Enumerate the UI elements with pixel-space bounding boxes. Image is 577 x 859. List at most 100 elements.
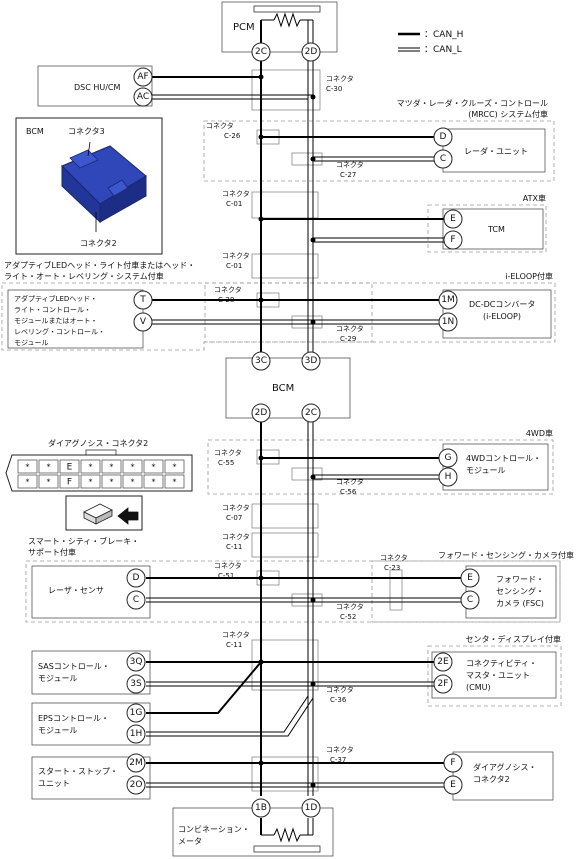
diag-connector-cell-label: F [67,478,72,488]
c51-label-1: コネクタ [214,561,242,570]
dsc-label: DSC HU/CM [74,83,121,92]
pin-headlight-h-label: T [139,295,146,305]
fsc-line-2: センシング・ [496,586,544,596]
fsc-line-1: フォワード・ [496,575,544,584]
pin-eps-l [126,724,146,744]
pin-start-stop-l-label: 2O [130,780,143,790]
pin-dsc-h-label: AF [137,72,148,82]
pin-bcm-top-h [251,351,271,371]
c29-label-1: コネクタ [336,324,364,333]
pin-bcm-top-l-label: 3D [305,356,318,366]
headlight-option-line-2: ライト・オート・レベリング・システム付車 [4,271,164,281]
diag-connector-cell [164,459,185,474]
diag-connector-cell-label: * [89,463,93,472]
headlight-module-line-4: レベリング・コントロール・ [14,327,105,336]
c28-label-1: コネクタ [214,285,242,294]
cmu-line-3: (CMU) [466,683,491,692]
pin-radar-l [433,149,453,169]
pin-fsc-h-label: E [467,573,473,583]
pin-meter-h [251,798,271,818]
can-l-bus [307,20,314,835]
dcdc-line-1: DC-DCコンバータ [469,300,535,309]
pin-cmu-h [433,652,453,672]
diag-connector-detail: ダイアグノシス・コネクタ2 **E*******F***** [5,438,193,531]
diag-connector-cell-label: * [131,463,135,472]
diag-connector-cell [17,474,38,489]
junction-dot [258,297,264,303]
pin-diag-conn2-h-label: F [450,758,455,768]
pin-cmu-h-label: 2E [437,657,449,667]
junction-dot [310,597,316,603]
c01a-label-1: コネクタ [222,189,250,198]
fourwd-option-label: 4WD車 [526,428,553,438]
fsc-box [465,565,557,619]
diag-connector-key [85,449,117,456]
scbs-option-line-1: スマート・シティ・ブレーキ・ [28,536,139,546]
c11b-label-1: コネクタ [222,630,250,639]
diag-connector-cell [101,459,122,474]
connector-c29 [291,315,323,329]
c56-label-1: コネクタ [336,477,364,486]
c11b-label-2: C-11 [226,641,242,649]
pin-dcdc-l-label: 1N [442,317,454,327]
junction-dot [258,659,264,665]
c27-label-2: C-27 [340,171,356,179]
pin-headlight-l-label: V [140,317,147,327]
junction-dot [310,156,316,162]
scbs-option-line-2: サポート付車 [28,547,76,557]
diag-connector-cell-label: * [47,478,51,487]
diag-connector-cell [143,459,164,474]
pin-start-stop-l [126,775,146,795]
c30-label-2: C-30 [326,85,342,93]
pin-radar-h [433,127,453,147]
pin-fourwd-h-label: G [445,453,452,463]
combination-meter-line-1: コンビネーション・ [178,825,250,834]
pin-bcm-bot-l [301,403,321,423]
c52-label-1: コネクタ [336,602,364,611]
bcm-inset-title: BCM [26,127,44,136]
diag-connector-cell [38,474,59,489]
connector-labels: コネクタ C-30 コネクタ C-26 コネクタ C-27 コネクタ C-01 … [206,74,408,764]
pin-meter-l [301,798,321,818]
headlight-module-line-5: モジュール [14,339,49,347]
fsc-line-3: カメラ (FSC) [496,599,544,608]
bcm-inset-connector2-label: コネクタ2 [80,239,117,248]
combination-meter-line-2: メータ [178,837,202,846]
cmu-line-2: マスタ・ユニット [466,671,530,680]
pin-bcm-bot-h-label: 2D [255,408,268,418]
pin-start-stop-h-label: 2M [129,758,143,768]
junction-dot [310,94,316,100]
junction-dot [310,474,316,480]
connector-boxes [251,69,403,792]
diag-connector-cell [101,474,122,489]
junction-dot [310,319,316,325]
pin-fsc-l-label: C [467,595,473,605]
start-stop-line-1: スタート・ストップ・ [38,767,118,776]
fsc-option-label: フォワード・センシング・カメラ付車 [438,550,574,560]
tcm-label: TCM [487,225,505,234]
diag-connector-cell-label: * [110,478,114,487]
diag-connector-cell [59,459,80,474]
bcm-inset: BCM コネクタ3 コネクタ2 [15,117,163,255]
cmu-box [431,651,557,699]
pin-pcm-h-label: 2C [255,47,267,57]
junction-dot [310,681,316,687]
pin-dcdc-h-label: 1M [441,295,455,305]
center-display-group [427,645,562,707]
diag-connector-title: ダイアグノシス・コネクタ2 [48,438,148,448]
pin-eps-h-label: 1G [130,708,143,718]
headlight-module-box [7,289,144,349]
diag-connector-cell [164,474,185,489]
option-labels: マツダ・レーダ・クルーズ・コントロール (MRCC) システム付車 ATX車 ア… [4,98,574,644]
pin-diag-conn2-l [443,775,463,795]
pin-fourwd-l-label: H [445,472,452,482]
pin-dcdc-h [438,290,458,310]
pin-sas-l [126,674,146,694]
c01b-label-2: C-01 [226,262,242,270]
headlight-module-line-1: アダプティブLEDヘッド・ [14,294,97,303]
pin-radar-l-label: C [440,154,446,164]
headlight-option-line-1: アダプティブLEDヘッド・ライト付車またはヘッド・ [4,260,195,270]
eps-can-l-wire-a [146,686,309,733]
c36-label-1: コネクタ [326,685,354,694]
